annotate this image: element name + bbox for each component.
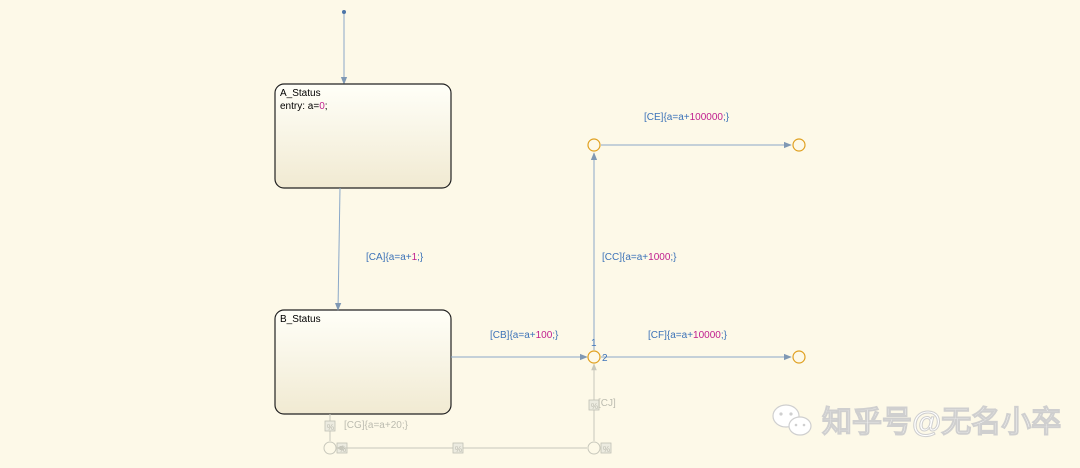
comment-marker-bottom: % <box>455 445 462 454</box>
junction-mid[interactable] <box>587 350 601 364</box>
transition-ca[interactable] <box>334 187 342 311</box>
transition-cf-label[interactable]: [CF]{a=a+10000;} <box>648 330 728 341</box>
comment-marker-icon[interactable] <box>600 442 612 454</box>
state-a-entry-action: entry: a=0; <box>280 101 328 112</box>
transition-cg-label[interactable]: [CG]{a=a+20;} <box>344 420 409 431</box>
comment-marker-j5: % <box>339 445 346 454</box>
transition-cc-label[interactable]: [CC]{a=a+1000;} <box>602 252 677 263</box>
wechat-icon <box>772 404 812 436</box>
watermark-text: 知乎号@无名小卒 <box>822 406 1061 439</box>
junction-top-left[interactable] <box>587 138 601 152</box>
state-a-status[interactable]: A_Status entry: a=0; <box>274 83 452 189</box>
transition-ca-label[interactable]: [CA]{a=a+1;} <box>366 252 424 263</box>
comment-marker-icon[interactable] <box>324 420 336 432</box>
default-transition-dot[interactable] <box>342 10 346 14</box>
comment-marker-icon[interactable] <box>452 442 464 454</box>
transition-order-2: 2 <box>602 353 608 364</box>
transition-ce-label[interactable]: [CE]{a=a+100000;} <box>644 112 730 123</box>
transition-cb-label[interactable]: [CB]{a=a+100;} <box>490 330 559 341</box>
state-b-name: B_Status <box>280 314 321 325</box>
comment-marker-j6: % <box>603 445 610 454</box>
junction-mid-right[interactable] <box>792 350 806 364</box>
transition-order-1: 1 <box>591 338 597 349</box>
comment-marker-icon[interactable] <box>588 399 600 411</box>
state-a-name: A_Status <box>280 88 321 99</box>
junction-bottom-left[interactable] <box>323 441 337 455</box>
commented-transitions: % [CG]{a=a+20;} % % % % [CJ] <box>323 363 616 455</box>
comment-marker-cg: % <box>327 423 334 432</box>
junction-bottom-right[interactable] <box>587 441 601 455</box>
transition-cj-label[interactable]: [CJ] <box>598 398 616 409</box>
comment-marker-cj: % <box>591 402 598 411</box>
junction-top-right[interactable] <box>792 138 806 152</box>
watermark: 知乎号@无名小卒 <box>772 404 1062 440</box>
state-b-status[interactable]: B_Status <box>274 309 452 415</box>
